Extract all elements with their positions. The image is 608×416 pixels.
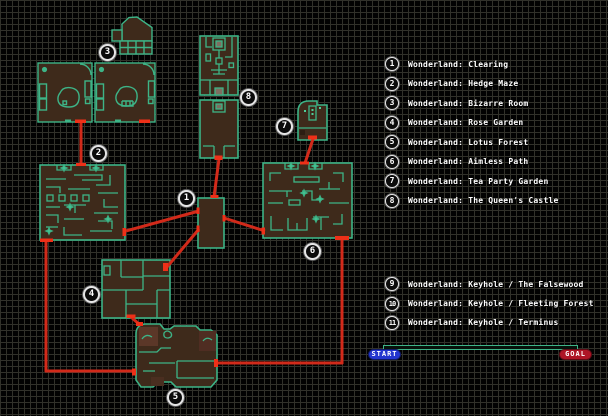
area-number-badge: 3 xyxy=(385,96,399,110)
legend-item-bizarre-room[interactable]: 3 Wonderland: Bizarre Room xyxy=(385,95,528,111)
area-label: Wonderland: Bizarre Room xyxy=(408,98,529,108)
area-label: Wonderland: The Queen's Castle xyxy=(408,196,559,205)
map-marker-queens-castle: 8 xyxy=(240,89,257,106)
room-bizarre-room-right[interactable] xyxy=(94,62,156,123)
area-label: Wonderland: Keyhole / Fleeting Forest xyxy=(408,299,594,308)
room-hedge-maze[interactable] xyxy=(39,164,126,241)
legend-item-keyhole-terminus[interactable]: 11 Wonderland: Keyhole / Terminus xyxy=(385,315,559,331)
area-label: Wonderland: Lotus Forest xyxy=(408,137,529,147)
map-marker-clearing: 1 xyxy=(178,190,195,207)
area-label: Wonderland: Clearing xyxy=(408,59,509,69)
area-label: Wonderland: Aimless Path xyxy=(408,157,529,166)
goal-badge: GOAL xyxy=(560,350,591,359)
area-number-badge: 2 xyxy=(385,76,399,91)
room-lotus-forest[interactable] xyxy=(135,323,218,388)
map-marker-hedge-maze: 2 xyxy=(90,145,107,162)
area-number-badge: 6 xyxy=(385,154,399,169)
route-progress-bar xyxy=(383,345,578,350)
area-label: Wonderland: Rose Garden xyxy=(408,118,524,127)
area-label: Wonderland: Hedge Maze xyxy=(408,79,519,88)
legend-item-aimless-path[interactable]: 6 Wonderland: Aimless Path xyxy=(385,154,528,170)
room-bizarre-room-left[interactable] xyxy=(37,62,93,123)
area-number-badge: 10 xyxy=(385,296,399,311)
area-number-badge: 7 xyxy=(385,174,399,188)
area-number-badge: 11 xyxy=(385,315,399,330)
room-queens-castle[interactable] xyxy=(199,35,239,159)
area-label: Wonderland: Tea Party Garden xyxy=(408,176,549,186)
start-badge: START xyxy=(369,350,400,359)
room-aimless-path[interactable] xyxy=(262,162,353,239)
map-marker-tea-party: 7 xyxy=(276,118,293,135)
room-tea-party-garden[interactable] xyxy=(297,100,328,141)
legend-item-tea-party[interactable]: 7 Wonderland: Tea Party Garden xyxy=(385,173,548,189)
area-number-badge: 1 xyxy=(385,57,399,71)
legend-item-hedge-maze[interactable]: 2 Wonderland: Hedge Maze xyxy=(385,76,518,92)
area-number-badge: 9 xyxy=(385,277,399,291)
map-marker-aimless-path: 6 xyxy=(304,243,321,260)
legend-item-keyhole-fleeting-forest[interactable]: 10 Wonderland: Keyhole / Fleeting Forest xyxy=(385,296,594,312)
area-number-badge: 4 xyxy=(385,115,399,130)
area-number-badge: 5 xyxy=(385,135,399,149)
room-bizarre-room-attic[interactable] xyxy=(111,16,153,55)
legend-item-keyhole-falsewood[interactable]: 9 Wonderland: Keyhole / The Falsewood xyxy=(385,276,584,292)
map-marker-bizarre-room: 3 xyxy=(99,44,116,61)
legend-item-lotus-forest[interactable]: 5 Wonderland: Lotus Forest xyxy=(385,134,528,150)
area-number-badge: 8 xyxy=(385,193,399,208)
room-clearing[interactable] xyxy=(197,197,225,249)
map-marker-lotus-forest: 5 xyxy=(167,389,184,406)
legend-item-rose-garden[interactable]: 4 Wonderland: Rose Garden xyxy=(385,115,523,131)
room-rose-garden[interactable] xyxy=(101,259,171,319)
route-connectors xyxy=(40,119,349,376)
route-lines xyxy=(44,123,344,373)
area-label: Wonderland: Keyhole / The Falsewood xyxy=(408,279,584,289)
legend-item-clearing[interactable]: 1 Wonderland: Clearing xyxy=(385,56,508,72)
area-label: Wonderland: Keyhole / Terminus xyxy=(408,318,559,327)
legend-item-queens-castle[interactable]: 8 Wonderland: The Queen's Castle xyxy=(385,193,559,209)
map-marker-rose-garden: 4 xyxy=(83,286,100,303)
